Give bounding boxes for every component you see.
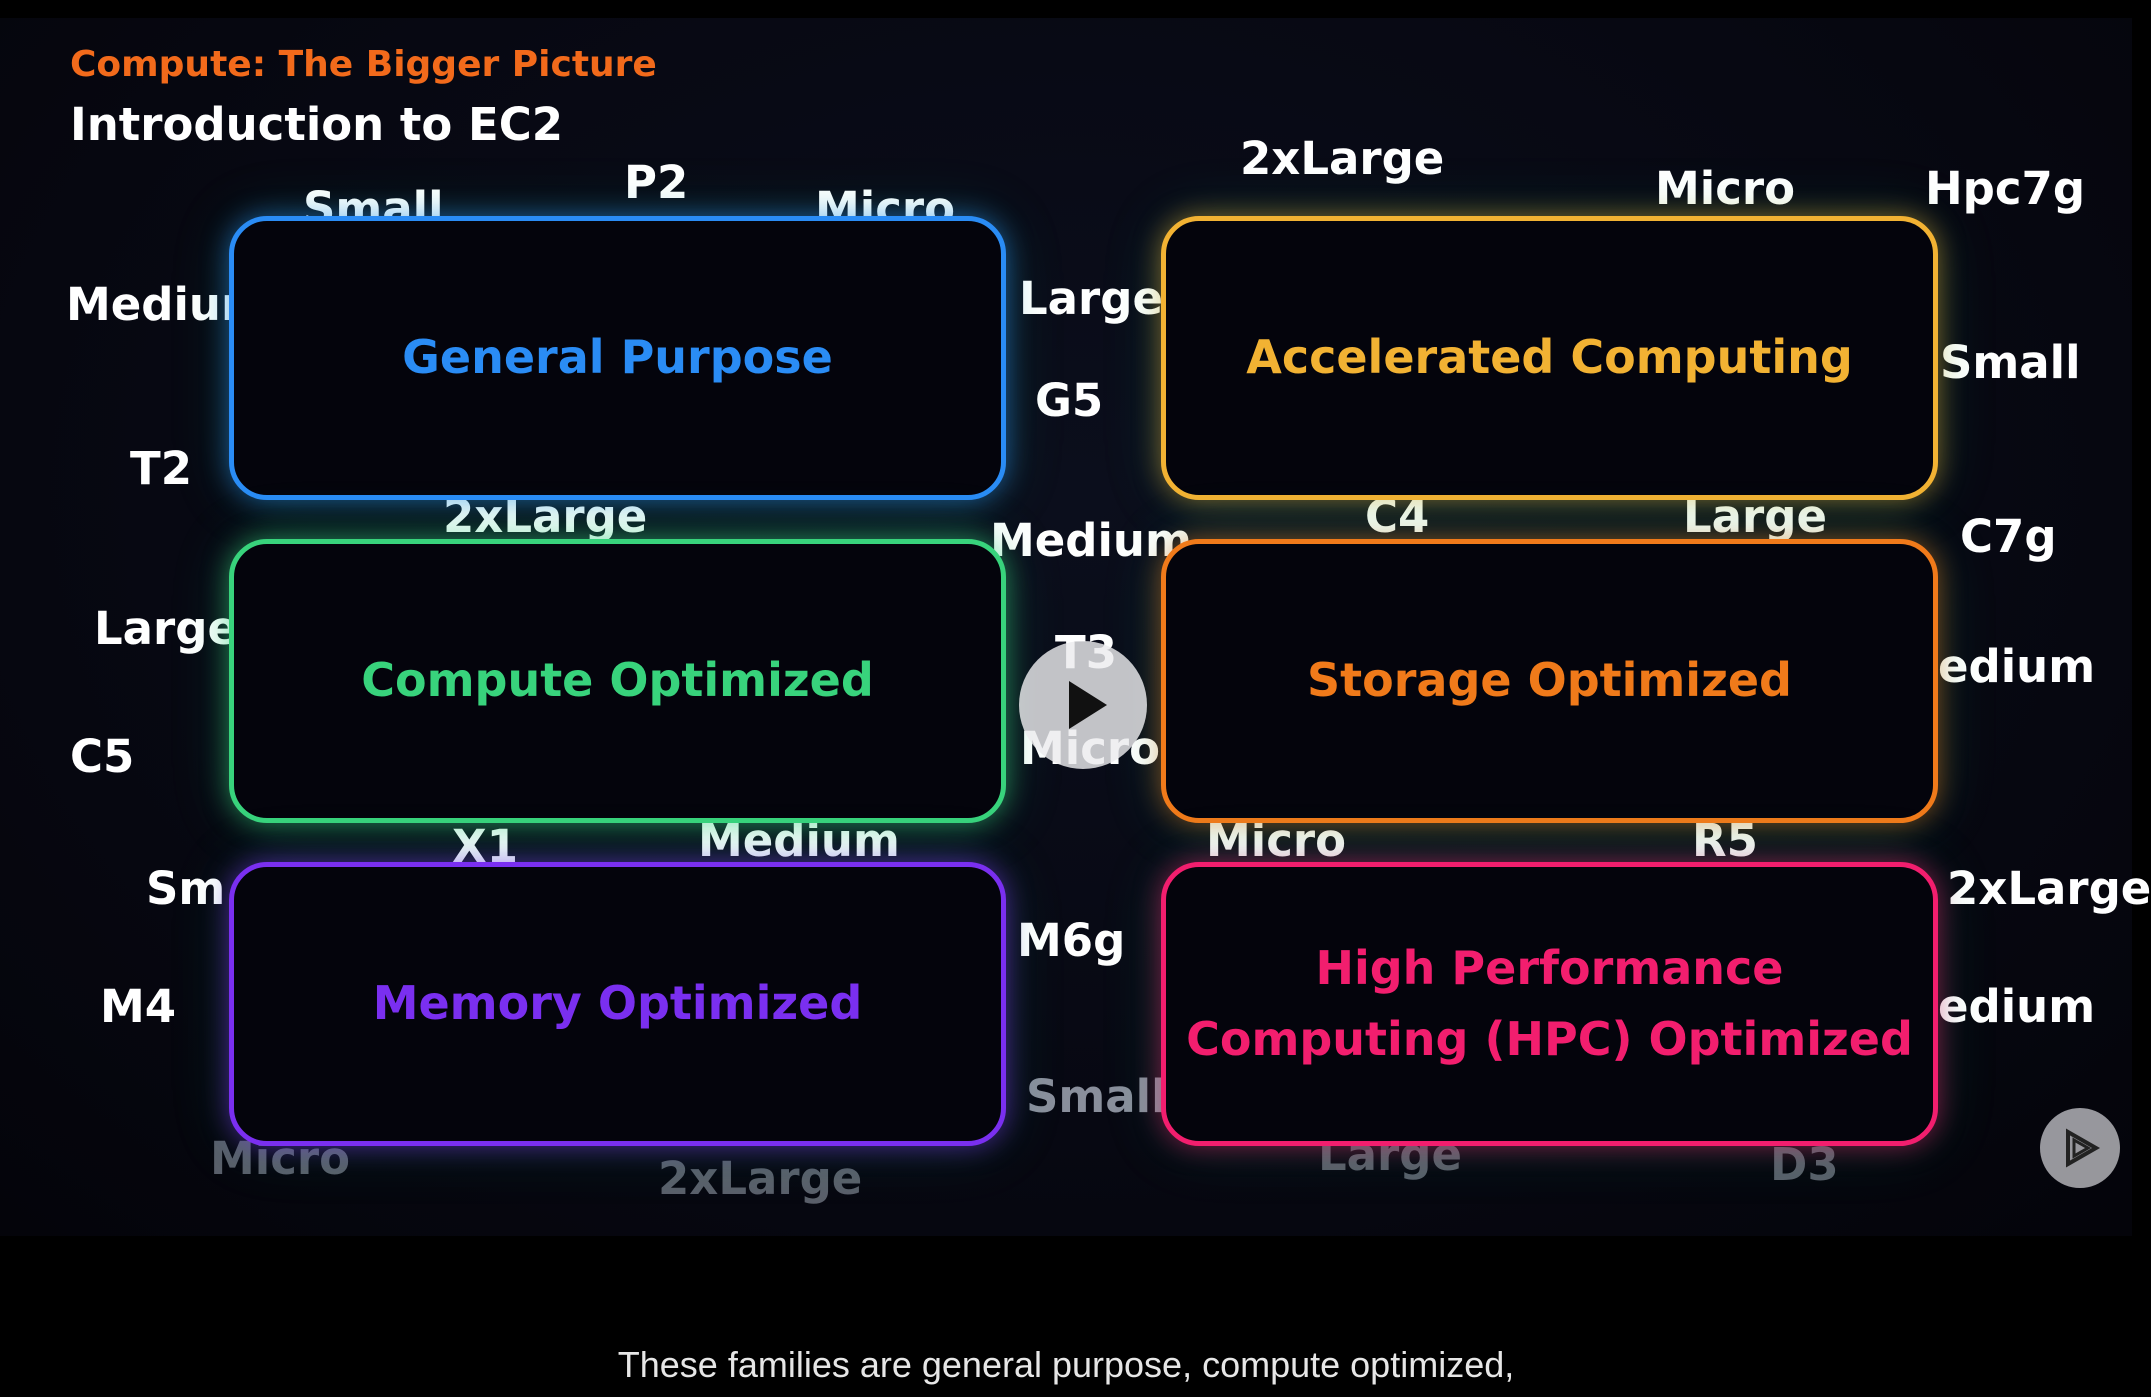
tag-c7g: C7g <box>1960 510 2057 563</box>
tag-g5: G5 <box>1035 374 1104 427</box>
tag-p2: P2 <box>624 156 689 209</box>
tag-x1: X1 <box>452 820 519 873</box>
tag-large: Large <box>1683 490 1827 543</box>
tag-c4: C4 <box>1365 490 1430 543</box>
play-icon <box>1069 681 1107 729</box>
play-button[interactable] <box>1019 641 1147 769</box>
tag-large: Large <box>1019 272 1163 325</box>
tag-m6g: M6g <box>1017 914 1126 967</box>
video-frame[interactable]: Compute: The Bigger Picture Introduction… <box>0 0 2151 1236</box>
tag-small: Small <box>1940 336 2081 389</box>
family-compute-optimized: Compute Optimized <box>229 539 1006 823</box>
tag-small: Sm <box>146 862 226 915</box>
tag-t2: T2 <box>130 442 193 495</box>
tag-hpc7g: Hpc7g <box>1925 162 2086 215</box>
family-label: Memory Optimized <box>372 976 863 1031</box>
family-hpc-optimized: High Performance Computing (HPC) Optimiz… <box>1161 862 1938 1146</box>
tag-micro: Micro <box>1655 162 1795 215</box>
tag-medium: Medium <box>698 814 900 867</box>
family-accelerated-computing: Accelerated Computing <box>1161 216 1938 500</box>
tag-2xlarge: 2xLarge <box>443 490 648 543</box>
family-label: Storage Optimized <box>1307 653 1792 708</box>
tag-2xlarge: 2xLarge <box>1947 862 2151 915</box>
family-general-purpose: General Purpose <box>229 216 1006 500</box>
family-label: Compute Optimized <box>361 653 874 708</box>
corner-play-button[interactable] <box>2040 1108 2120 1188</box>
caption-text: These families are general purpose, comp… <box>617 1344 1515 1385</box>
family-label: High Performance Computing (HPC) Optimiz… <box>1186 933 1913 1076</box>
tag-medium: Medium <box>990 514 1192 567</box>
family-label: General Purpose <box>402 330 833 385</box>
tag-medium: Mediur <box>66 278 244 331</box>
tag-c5: C5 <box>70 730 135 783</box>
tag-micro: Micro <box>1206 814 1346 867</box>
course-title: Compute: The Bigger Picture <box>70 44 657 85</box>
tag-2xlarge: 2xLarge <box>1240 132 1445 185</box>
tag-medium: edium <box>1938 640 2096 693</box>
family-storage-optimized: Storage Optimized <box>1161 539 1938 823</box>
family-label-line: High Performance <box>1315 940 1784 995</box>
tag-medium: edium <box>1938 980 2096 1033</box>
family-label-line: Computing (HPC) Optimized <box>1186 1012 1913 1066</box>
tag-m4: M4 <box>100 980 177 1033</box>
top-bar <box>0 0 2132 18</box>
tag-large: Large <box>94 602 238 655</box>
tag-r5: R5 <box>1692 814 1758 867</box>
tag-2xlarge: 2xLarge <box>658 1152 863 1205</box>
family-label: Accelerated Computing <box>1246 330 1853 385</box>
tag-small: Small <box>1026 1070 1167 1123</box>
tag-d3: D3 <box>1770 1138 1839 1191</box>
module-title: Introduction to EC2 <box>70 98 564 151</box>
family-memory-optimized: Memory Optimized <box>229 862 1006 1146</box>
pluralsight-play-icon <box>2066 1128 2101 1168</box>
